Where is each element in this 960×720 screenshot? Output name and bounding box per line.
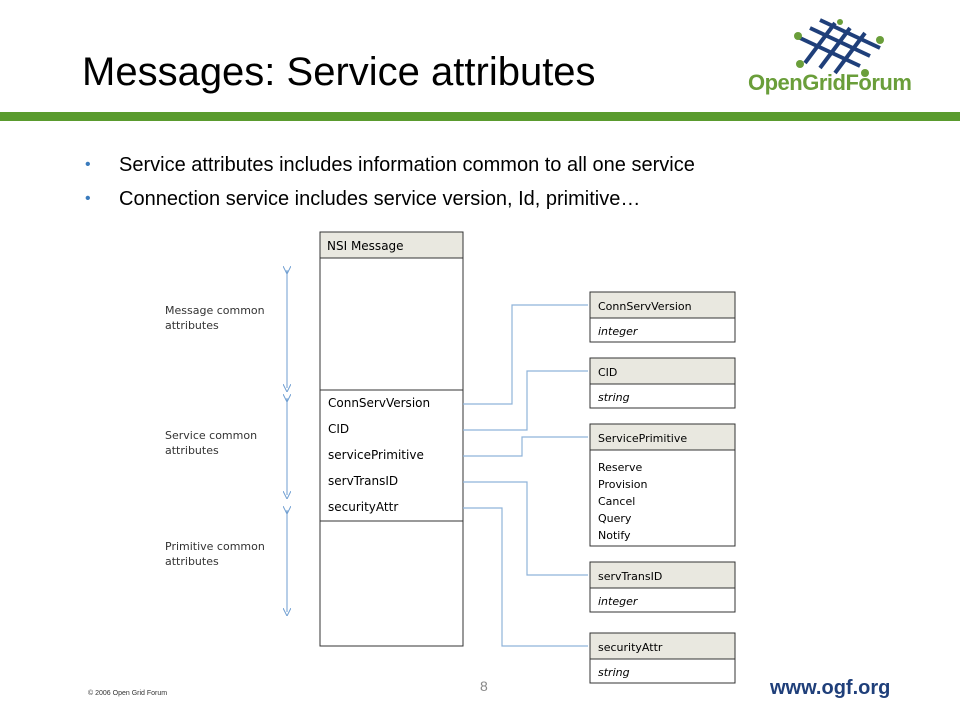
field-serviceprimitive: servicePrimitive	[328, 448, 424, 462]
logo-text: OpenGridForum	[748, 70, 912, 95]
page-number: 8	[480, 678, 488, 694]
bullet-list: Service attributes includes information …	[85, 148, 695, 216]
type-box-serviceprimitive: ServicePrimitive Reserve Provision Cance…	[589, 423, 736, 547]
field-servtransid: servTransID	[328, 474, 398, 488]
svg-text:string: string	[598, 666, 630, 679]
svg-text:ConnServVersion: ConnServVersion	[598, 300, 692, 313]
svg-text:attributes: attributes	[165, 319, 219, 332]
svg-text:Primitive common: Primitive common	[165, 540, 265, 553]
field-securityattr: securityAttr	[328, 500, 398, 514]
svg-text:Reserve: Reserve	[598, 461, 642, 474]
svg-text:ServicePrimitive: ServicePrimitive	[598, 432, 687, 445]
svg-text:string: string	[598, 391, 630, 404]
title-divider	[0, 112, 960, 121]
field-connservversion: ConnServVersion	[328, 396, 430, 410]
svg-text:attributes: attributes	[165, 444, 219, 457]
footer-url: www.ogf.org	[770, 677, 891, 699]
copyright-text: © 2006 Open Grid Forum	[88, 690, 168, 697]
bullet-item: Connection service includes service vers…	[85, 182, 695, 216]
svg-text:integer: integer	[598, 325, 639, 338]
type-box-cid: CID string	[589, 357, 736, 409]
type-box-connservversion: ConnServVersion integer	[589, 291, 736, 343]
svg-text:Query: Query	[598, 512, 632, 525]
ogf-grid-logo-icon	[794, 18, 884, 77]
svg-text:Notify: Notify	[598, 529, 631, 542]
type-box-securityattr: securityAttr string	[589, 632, 736, 684]
nsi-message-diagram: NSI Message ConnServVersion CID serviceP…	[165, 231, 736, 684]
bullet-item: Service attributes includes information …	[85, 148, 695, 182]
svg-text:CID: CID	[598, 366, 617, 379]
side-label-service: Service common attributes	[165, 398, 287, 495]
svg-text:Provision: Provision	[598, 478, 648, 491]
side-label-primitive: Primitive common attributes	[165, 510, 287, 612]
svg-text:Message common: Message common	[165, 304, 265, 317]
svg-text:servTransID: servTransID	[598, 570, 662, 583]
svg-text:Service common: Service common	[165, 429, 257, 442]
side-label-message: Message common attributes	[165, 270, 287, 388]
svg-text:integer: integer	[598, 595, 639, 608]
svg-text:securityAttr: securityAttr	[598, 641, 663, 654]
svg-text:attributes: attributes	[165, 555, 219, 568]
type-box-servtransid: servTransID integer	[589, 561, 736, 613]
svg-text:Cancel: Cancel	[598, 495, 635, 508]
nsi-message-box: NSI Message ConnServVersion CID serviceP…	[319, 231, 464, 647]
connector-lines	[463, 304, 588, 647]
field-cid: CID	[328, 422, 349, 436]
nsi-message-title: NSI Message	[327, 239, 404, 253]
slide-title: Messages: Service attributes	[82, 50, 596, 94]
